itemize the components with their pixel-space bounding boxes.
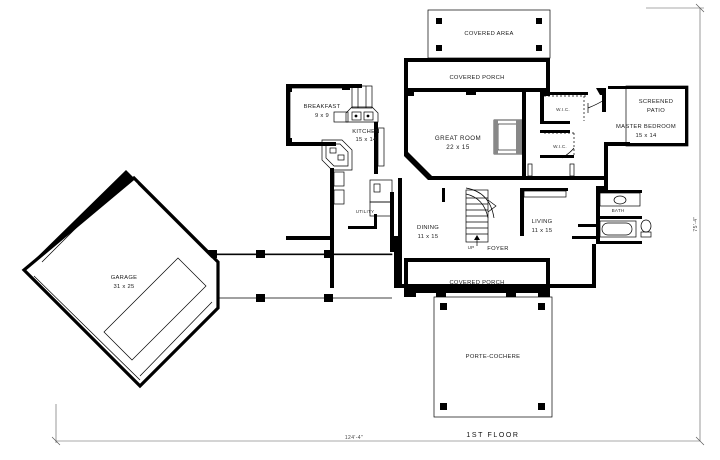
room-size-breakfast: 9 x 9 <box>315 113 329 119</box>
room-covered-porch-south <box>404 258 550 297</box>
room-label-great-room: GREAT ROOM <box>435 135 481 142</box>
sheet-title: 1ST FLOOR <box>466 432 519 439</box>
room-label-master-bedroom: MASTER BEDROOM <box>616 124 676 130</box>
room-label-screened-patio: SCREENED <box>639 99 674 105</box>
room-label-porte-cochere: PORTE-COCHERE <box>466 354 521 360</box>
room-size-master-bedroom: 15 x 14 <box>635 133 657 139</box>
room-size-living: 11 x 15 <box>532 228 553 234</box>
room-label-living: LIVING <box>532 219 553 225</box>
room-label-garage: GARAGE <box>111 275 138 281</box>
stair-and-foyer <box>442 187 497 246</box>
room-label-dining: DINING <box>417 225 439 231</box>
room-sublabel-screened-patio: PATIO <box>647 108 665 114</box>
room-label-kitchen: KITCHEN <box>352 129 380 135</box>
room-kitchen <box>321 85 385 236</box>
room-label-covered-porch-south: COVERED PORCH <box>449 280 504 286</box>
room-label-foyer: FOYER <box>487 246 508 252</box>
room-size-great-room: 22 x 15 <box>446 144 470 151</box>
stair-direction-label: UP <box>468 245 475 250</box>
room-label-bath: BATH <box>612 208 625 213</box>
room-breakfast <box>286 84 362 146</box>
room-screened-patio <box>604 85 689 147</box>
overall-width-dimension: 124'-4" <box>345 435 363 441</box>
room-size-garage: 31 x 25 <box>113 284 134 290</box>
room-label-wic-2: W.I.C. <box>553 144 567 149</box>
room-wic-1 <box>540 92 605 124</box>
room-label-utility: UTILITY <box>356 209 375 214</box>
room-label-wic-1: W.I.C. <box>556 107 570 112</box>
house-outer-walls <box>286 178 596 288</box>
room-label-breakfast: BREAKFAST <box>304 104 341 110</box>
room-size-dining: 11 x 15 <box>418 234 439 240</box>
room-wic-2 <box>540 130 575 159</box>
room-bath <box>578 190 652 244</box>
room-master-bedroom <box>526 88 608 190</box>
room-garage <box>21 170 220 389</box>
room-label-covered-area: COVERED AREA <box>464 31 513 37</box>
overall-depth-dimension: 75'-4" <box>693 216 699 231</box>
room-porte-cochere <box>433 296 553 418</box>
room-utility <box>330 179 394 288</box>
room-living <box>520 188 596 239</box>
room-size-kitchen: 15 x 14 <box>355 137 377 143</box>
dimension-lines <box>51 3 705 446</box>
room-label-covered-porch-north: COVERED PORCH <box>449 75 504 81</box>
room-great-room <box>404 92 526 180</box>
